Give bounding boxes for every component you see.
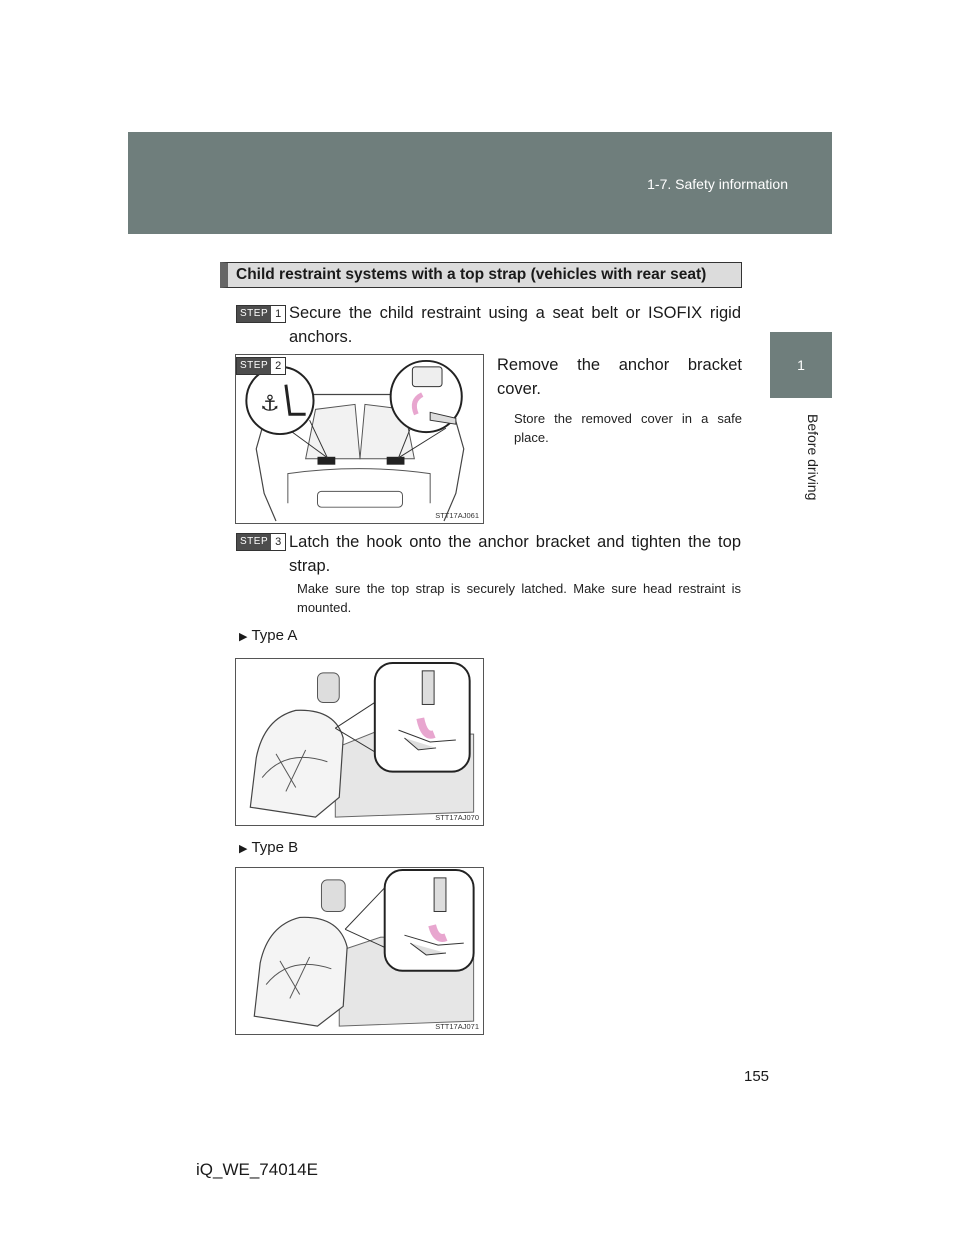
figure-code: STT17AJ061 — [435, 511, 479, 520]
step-number: 1 — [271, 306, 286, 322]
type-a-label: ▶Type A — [239, 626, 297, 647]
step-3-badge: STEP 3 — [236, 533, 287, 551]
step-3-note: Make sure the top strap is securely latc… — [297, 581, 741, 615]
step-label: STEP — [237, 306, 272, 322]
chapter-number: 1 — [797, 357, 805, 373]
step-2-note: Store the removed cover in a safe place. — [514, 411, 742, 445]
step-number: 2 — [271, 358, 286, 374]
step-1-badge: STEP 1 — [236, 305, 287, 323]
type-b-text: Type B — [251, 839, 299, 856]
header-band: 1-7. Safety information — [128, 132, 832, 234]
section-title: Child restraint systems with a top strap… — [220, 262, 742, 288]
page-number: 155 — [744, 1068, 770, 1085]
step-1-text: Secure the child restraint using a seat … — [289, 304, 741, 346]
figure-code: STT17AJ070 — [435, 813, 479, 822]
chapter-tab: 1 — [770, 332, 832, 398]
step-number: 3 — [271, 534, 286, 550]
figure-code: STT17AJ071 — [435, 1022, 479, 1031]
child-seat-type-b-illustration — [253, 868, 475, 1027]
step-label: STEP — [237, 358, 272, 374]
svg-text:⚓: ⚓ — [260, 391, 280, 416]
chapter-label: Before driving — [805, 414, 821, 501]
triangle-right-icon: ▶ — [239, 631, 248, 643]
header-section-title: 1-7. Safety information — [647, 176, 788, 192]
child-seat-type-a-illustration — [249, 661, 475, 818]
triangle-right-icon: ▶ — [239, 843, 248, 855]
type-a-text: Type A — [251, 627, 298, 644]
type-a-figure: STT17AJ070 — [235, 658, 484, 826]
type-b-figure: STT17AJ071 — [235, 867, 484, 1035]
document-code: iQ_WE_74014E — [196, 1160, 318, 1179]
step-2-badge: STEP 2 — [236, 357, 287, 375]
step-3-text: Latch the hook onto the anchor bracket a… — [289, 533, 741, 575]
step-2-text: Remove the anchor bracket cover. — [497, 356, 742, 398]
step-label: STEP — [237, 534, 272, 550]
type-b-label: ▶Type B — [239, 838, 298, 859]
anchor-bracket-figure: ⚓ STT17AJ061 — [235, 354, 484, 524]
car-rear-illustration: ⚓ — [245, 359, 465, 522]
